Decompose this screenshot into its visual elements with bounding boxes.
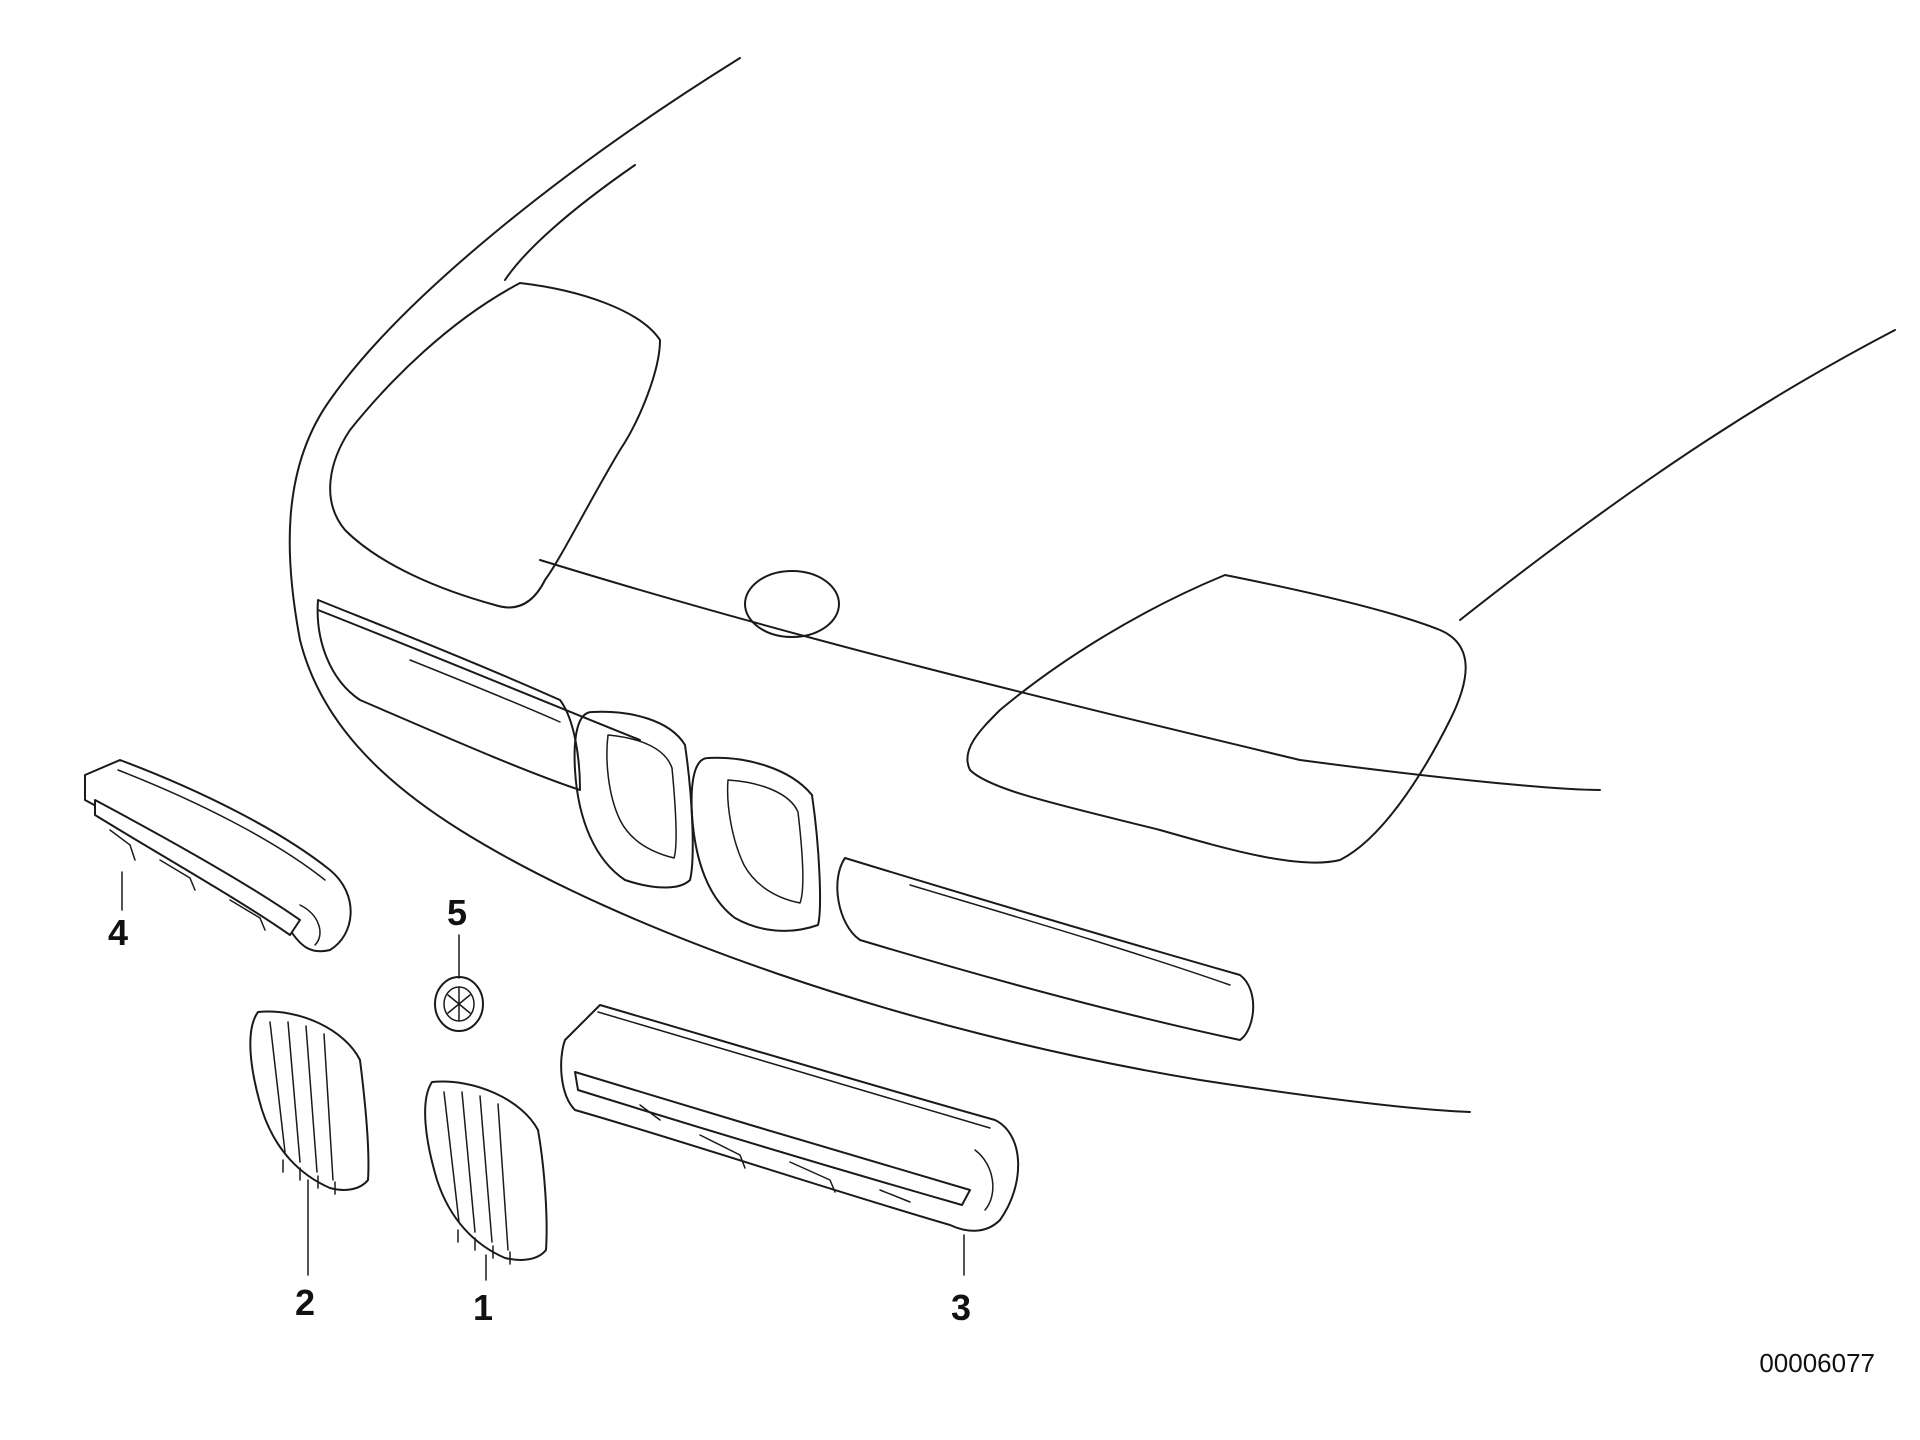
callout-number-1: 1 (473, 1287, 493, 1328)
callout-number-4: 4 (108, 912, 128, 953)
hood-emblem (744, 570, 840, 638)
right-headlight (966, 574, 1467, 864)
car-front-outline (288, 57, 1896, 1113)
left-headlight (329, 282, 661, 609)
part-1-kidney-grille-right (424, 1080, 548, 1265)
callout-number-5: 5 (447, 892, 467, 933)
callout-number-3: 3 (951, 1287, 971, 1328)
car-kidney-left (573, 710, 694, 889)
part-4-grille-bar-left (84, 759, 352, 953)
part-3-grille-bar-right (560, 1004, 1020, 1232)
part-2-kidney-grille-left (249, 1010, 370, 1195)
diagram-reference-code: 00006077 (1759, 1348, 1875, 1378)
car-kidney-right (690, 756, 821, 932)
left-intake (316, 599, 581, 791)
callout-number-2: 2 (295, 1282, 315, 1323)
right-intake (836, 857, 1255, 1041)
part-5-emblem (434, 976, 484, 1032)
